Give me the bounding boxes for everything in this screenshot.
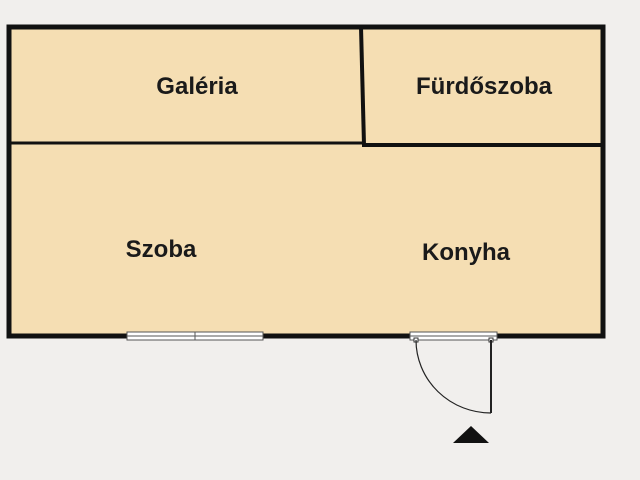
wall-galeria-furdoszoba <box>359 26 366 146</box>
room-label-galeria: Galéria <box>156 73 238 100</box>
window-szoba <box>126 331 264 341</box>
room-label-furdoszoba: Fürdőszoba <box>416 73 553 100</box>
entrance-door <box>413 337 494 414</box>
entrance-arrow-icon <box>453 426 489 443</box>
room-label-konyha: Konyha <box>422 239 511 266</box>
room-label-szoba: Szoba <box>126 236 197 263</box>
outer-wall <box>6 24 606 339</box>
window-konyha <box>409 331 498 341</box>
floor-area <box>9 27 603 336</box>
